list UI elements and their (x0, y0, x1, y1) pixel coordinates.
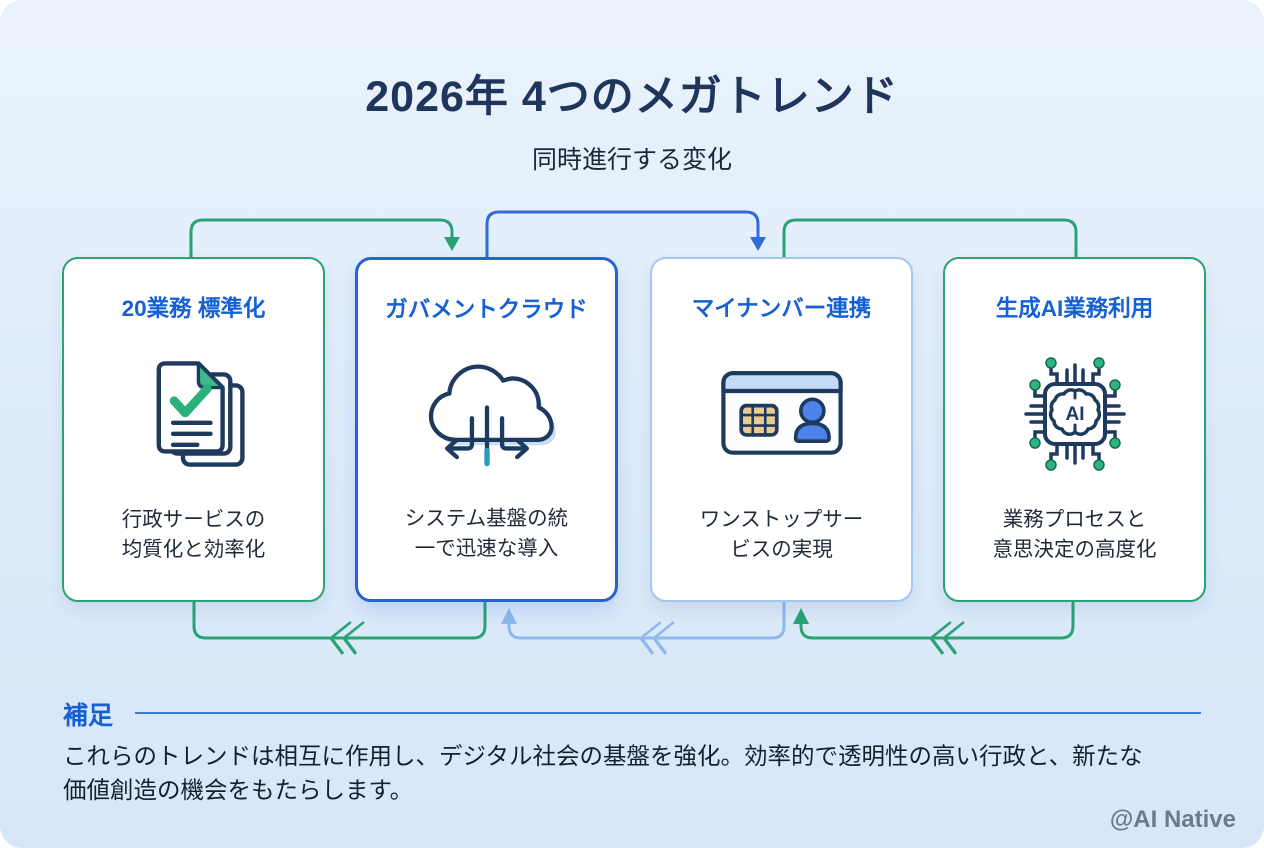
footer-label: 補足 (63, 702, 114, 730)
documents-check-icon (124, 344, 264, 484)
card-description: システム基盤の統 一で迅速な導入 (404, 506, 569, 561)
card-title: ガバメントクラウド (385, 297, 588, 322)
card-title: 生成AI業務利用 (995, 296, 1154, 321)
arrow-card3-back-to-card2 (501, 601, 786, 655)
cloud-distribution-icon (417, 344, 557, 484)
id-card-icon (712, 344, 852, 484)
arrow-card4-back-to-card3 (793, 601, 1075, 655)
card-description: ワンストップサー ビスの実現 (699, 507, 864, 562)
arrow-card3-to-card4 (782, 218, 1078, 260)
arrow-card1-to-card2 (189, 218, 460, 260)
trend-card-generative-ai: AI 生成AI業務利用 業務プロセスと 意思決定の高度化 (943, 257, 1206, 602)
card-title: 20業務 標準化 (121, 296, 266, 321)
trend-card-standardization: 20業務 標準化 行政サービスの 均質化と効率化 (62, 257, 325, 602)
trend-card-mynumber: マイナンバー連携 ワンストップサー ビスの実現 (650, 257, 913, 602)
trend-card-government-cloud: ガバメントクラウド システム基盤の統 一で迅速な導入 (355, 257, 618, 602)
arrow-card2-to-card3 (485, 210, 766, 260)
watermark: @AI Native (1109, 806, 1236, 833)
page-title: 2026年 4つのメガトレンド (365, 73, 899, 121)
page-subtitle: 同時進行する変化 (531, 146, 732, 174)
ai-chip-label: AI (1065, 404, 1084, 425)
ai-chip-icon: AI (1005, 344, 1145, 484)
card-description: 行政サービスの 均質化と効率化 (121, 507, 266, 562)
footer-divider (135, 712, 1201, 714)
footer-note: これらのトレンドは相互に作用し、デジタル社会の基盤を強化。効率的で透明性の高い行… (63, 743, 1143, 803)
card-title: マイナンバー連携 (691, 296, 872, 321)
arrow-card2-back-to-card1 (192, 601, 487, 655)
card-description: 業務プロセスと 意思決定の高度化 (992, 507, 1157, 562)
